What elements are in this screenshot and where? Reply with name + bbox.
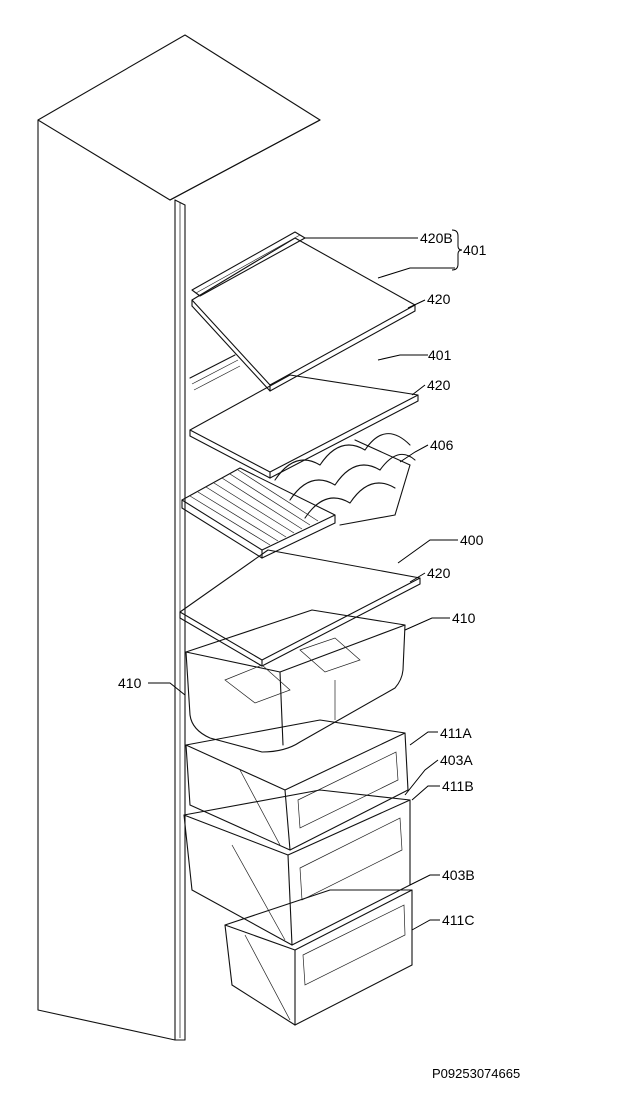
label-401-second: 401	[428, 347, 452, 363]
label-403A: 403A	[440, 752, 473, 768]
wire-shelf	[181, 467, 336, 559]
drawing-code: P09253074665	[432, 1066, 520, 1081]
label-411A: 411A	[440, 725, 472, 741]
glass-shelf-lower	[179, 549, 421, 667]
crisper-drawer	[185, 609, 406, 753]
label-420-first: 420	[427, 291, 451, 307]
drawer-411C	[224, 889, 413, 1026]
label-410-left: 410	[118, 675, 142, 691]
label-410-right: 410	[452, 610, 476, 626]
label-400: 400	[460, 532, 484, 548]
leader-lines	[148, 229, 463, 931]
label-420-second: 420	[427, 377, 451, 393]
label-420B: 420B	[420, 230, 453, 246]
label-403B: 403B	[442, 867, 475, 883]
label-411B: 411B	[442, 778, 474, 794]
label-411C: 411C	[442, 912, 474, 928]
label-401-top: 401	[463, 242, 487, 258]
bottle-rack	[274, 433, 416, 526]
fridge-cabinet	[37, 34, 321, 1041]
label-406: 406	[430, 437, 454, 453]
drawer-411A	[185, 719, 409, 851]
glass-shelf-second	[189, 354, 419, 479]
label-420-third: 420	[427, 565, 451, 581]
glass-shelf-top	[191, 231, 416, 392]
drawer-411B	[183, 789, 411, 946]
